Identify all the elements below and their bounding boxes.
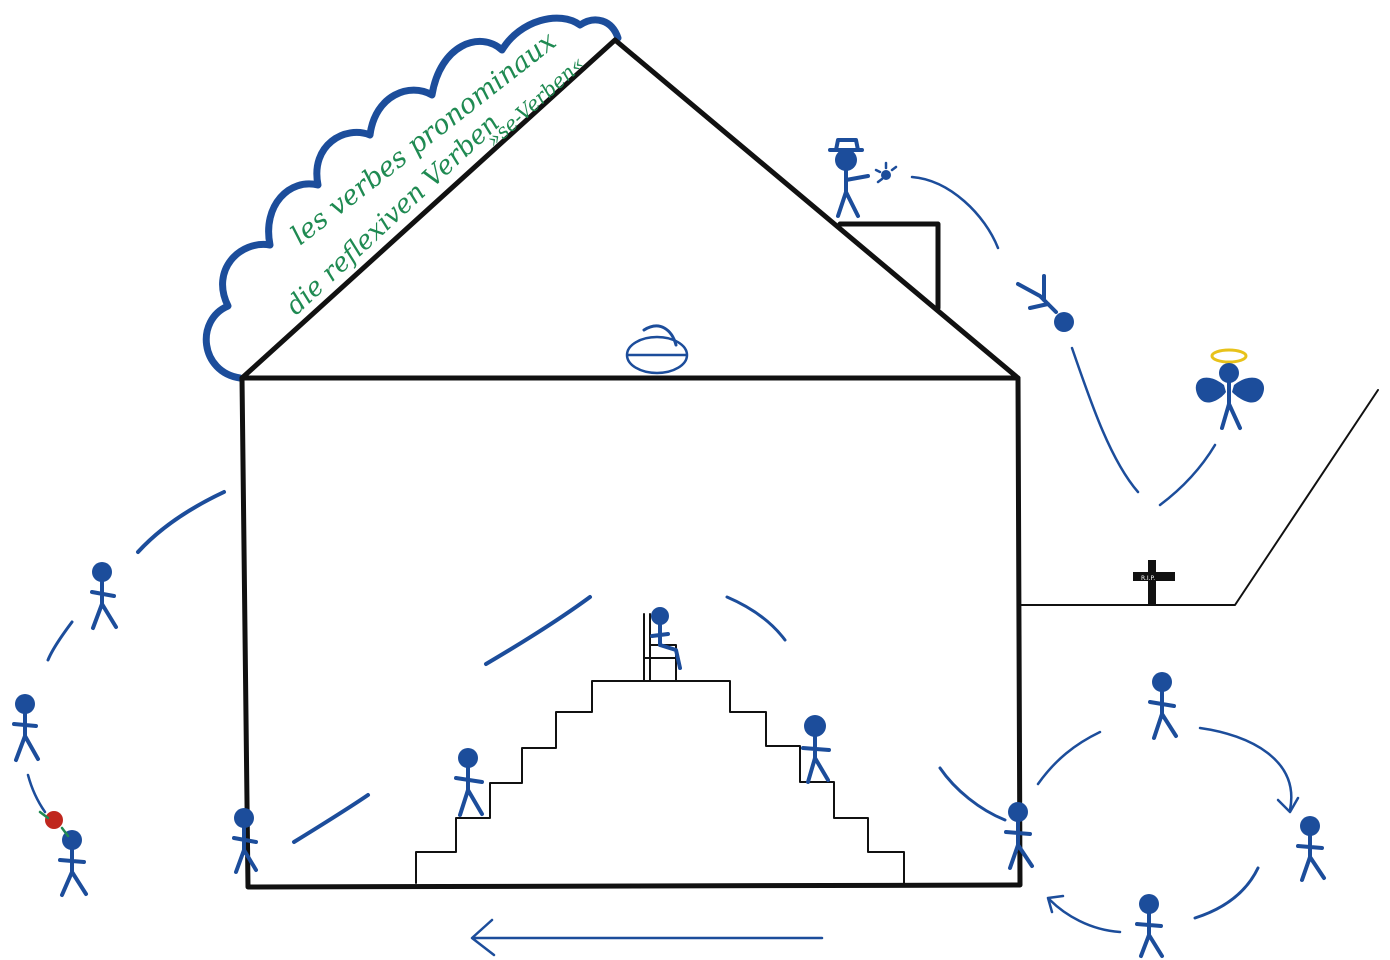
cycle-arrowhead-right bbox=[1278, 798, 1298, 812]
cycle-arrow-bottom-left bbox=[1050, 900, 1120, 932]
stick-figure-cycle-right bbox=[1298, 816, 1324, 880]
ground-slope bbox=[1020, 390, 1378, 605]
rise-path-angel bbox=[1160, 445, 1215, 505]
cross-label: R.I.P. bbox=[1141, 575, 1155, 582]
staircase bbox=[416, 681, 904, 883]
motion-line-right-floor bbox=[940, 768, 1005, 820]
stick-figure-left-2 bbox=[14, 694, 38, 760]
cycle-arrow-bottom-right bbox=[1195, 868, 1258, 918]
grave-cross-icon bbox=[1133, 560, 1175, 604]
cycle-arrow-top-left bbox=[1038, 732, 1100, 784]
stick-figure-stairs-right bbox=[803, 715, 829, 782]
motion-line-stairs-left bbox=[486, 597, 590, 664]
red-flower-icon bbox=[40, 811, 68, 836]
fall-path-lower bbox=[1072, 348, 1138, 492]
stick-figure-left-3 bbox=[60, 830, 86, 895]
fall-path-upper bbox=[912, 177, 998, 248]
motion-line-stairs-right bbox=[727, 597, 785, 640]
cradle-icon bbox=[627, 326, 687, 373]
motion-arc-left-low bbox=[28, 775, 45, 812]
stick-figure-wall-left bbox=[234, 808, 256, 872]
stick-figure-cycle-top bbox=[1150, 672, 1176, 738]
spark-icon bbox=[876, 163, 896, 182]
stick-figure-roof-hat bbox=[830, 140, 868, 216]
motion-arc-left-top bbox=[138, 492, 224, 552]
stick-figure-left-1 bbox=[92, 562, 116, 628]
label-verbes-pronominaux: les verbes pronominaux bbox=[285, 26, 562, 252]
bottom-arrow bbox=[472, 920, 822, 955]
cycle-arrow-top-right bbox=[1200, 728, 1291, 810]
stick-figure-stairs-left bbox=[456, 748, 482, 815]
motion-arc-left-mid bbox=[48, 622, 72, 660]
stick-figure-falling bbox=[1018, 276, 1074, 332]
angel-figure bbox=[1196, 350, 1264, 428]
stick-figure-cycle-bottom bbox=[1137, 894, 1162, 956]
house-body bbox=[242, 378, 1020, 887]
motion-line-left-floor bbox=[294, 795, 368, 842]
